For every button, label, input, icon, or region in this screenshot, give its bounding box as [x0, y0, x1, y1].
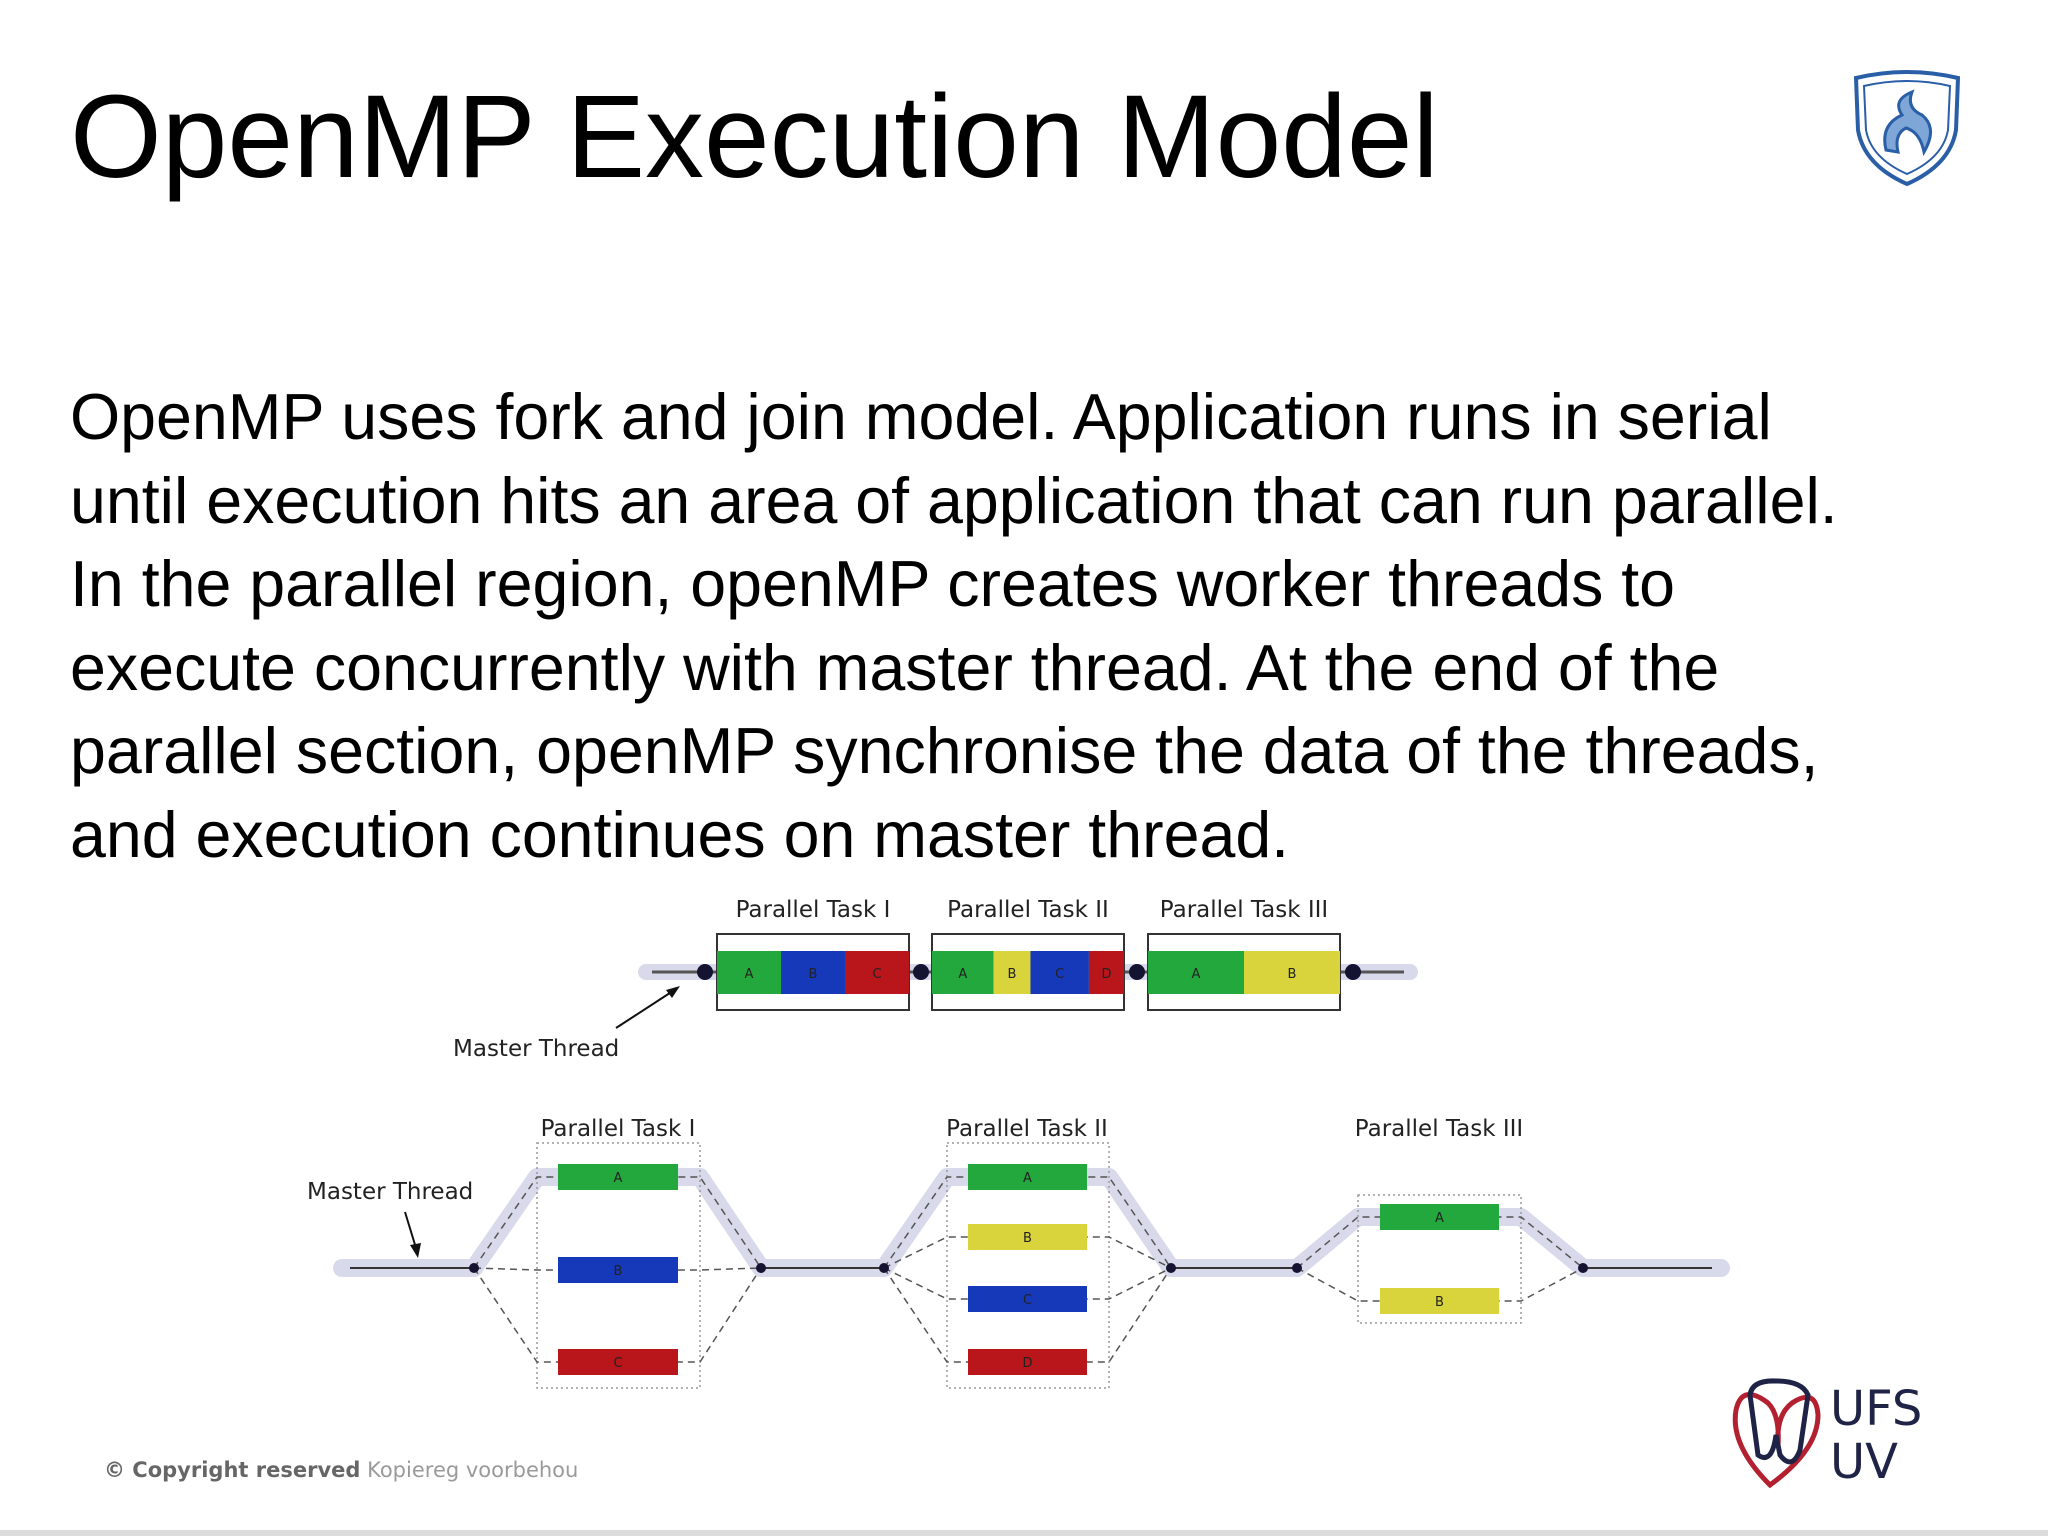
subtask-bar-a: [558, 1164, 678, 1190]
body-line: and execution continues on master thread…: [70, 798, 1290, 871]
subtask-label: B: [809, 967, 818, 982]
logo-text-uv: UV: [1830, 1434, 1898, 1490]
subtask-label: A: [958, 967, 967, 982]
university-shield-logo: [1853, 70, 1961, 187]
sync-node: [697, 964, 713, 980]
subtask-label: A: [1192, 967, 1201, 982]
master-thread-label: Master Thread: [453, 1036, 619, 1062]
join-node: [756, 1263, 766, 1273]
master-thread-band: [333, 1168, 1730, 1277]
task-label: Parallel Task II: [947, 897, 1109, 923]
thread-path: [883, 1176, 1172, 1269]
task-label: Parallel Task III: [1160, 897, 1328, 923]
task-frame: [946, 1142, 1110, 1389]
body-line: until execution hits an area of applicat…: [70, 464, 1838, 537]
copyright-notice: © Copyright reserved Kopiereg voorbehou: [104, 1458, 578, 1482]
subtask-label: A: [1023, 1171, 1032, 1186]
subtask-bar-a: [1148, 951, 1244, 994]
arrow-line: [615, 988, 677, 1029]
subtask-bar-b: [968, 1224, 1087, 1250]
copyright-bold: © Copyright reserved: [104, 1458, 361, 1482]
subtask-bar-a: [717, 951, 781, 994]
ufs-logo: UFS UV: [1732, 1378, 1922, 1490]
subtask-bar-c: [845, 951, 909, 994]
subtask-bar-a: [932, 951, 994, 994]
body-line: In the parallel region, openMP creates w…: [70, 548, 1676, 620]
subtask-bar-a: [968, 1164, 1087, 1190]
subtask-label: B: [1023, 1231, 1032, 1246]
subtask-label: A: [745, 967, 754, 982]
subtask-label: C: [872, 967, 881, 982]
task-label: Parallel Task II: [946, 1116, 1108, 1142]
subtask-label: D: [1022, 1356, 1032, 1371]
subtask-label: A: [1435, 1211, 1444, 1226]
subtask-bar-b: [558, 1257, 678, 1283]
task-frame: [536, 1142, 701, 1389]
thread-path: [883, 1267, 1172, 1363]
fork-node: [879, 1263, 889, 1273]
subtask-label: C: [1055, 967, 1064, 982]
footer-band: [0, 1530, 2048, 1536]
slide-title: OpenMP Execution Model: [70, 71, 1439, 203]
arrow-head-icon: [666, 986, 680, 998]
logo-text-ufs: UFS: [1830, 1381, 1922, 1437]
thread-path: [883, 1236, 1172, 1269]
task-label: Parallel Task I: [736, 897, 891, 923]
thread-path: [883, 1267, 1172, 1300]
master-thread-label: Master Thread: [307, 1179, 473, 1205]
subtask-label: B: [1288, 967, 1297, 982]
subtask-label: B: [1008, 967, 1017, 982]
fork-node: [1292, 1263, 1302, 1273]
body-line: execute concurrently with master thread.…: [70, 631, 1720, 704]
subtask-label: B: [614, 1264, 623, 1279]
sync-node: [1129, 964, 1145, 980]
fork-node: [469, 1263, 479, 1273]
join-node: [1166, 1263, 1176, 1273]
task-frame: [1357, 1194, 1522, 1324]
body-line: OpenMP uses fork and join model. Applica…: [70, 381, 1772, 453]
arrow-line: [404, 1211, 417, 1249]
subtask-label: B: [1435, 1295, 1444, 1310]
join-node: [1578, 1263, 1588, 1273]
task-label: Parallel Task I: [541, 1116, 696, 1142]
subtask-bar-c: [1030, 951, 1089, 994]
subtask-bar-c: [558, 1349, 678, 1375]
subtask-bar-a: [1380, 1204, 1499, 1230]
subtask-label: A: [614, 1171, 623, 1186]
subtask-bar-b: [1380, 1288, 1499, 1314]
subtask-bar-b: [781, 951, 845, 994]
sync-node: [913, 964, 929, 980]
body-line: parallel section, openMP synchronise the…: [70, 715, 1819, 787]
subtask-bar-b: [1244, 951, 1340, 994]
subtask-label: D: [1101, 967, 1111, 982]
subtask-bar-b: [993, 951, 1031, 994]
arrow-head-icon: [410, 1243, 421, 1258]
sync-node: [1345, 964, 1361, 980]
slide-body: OpenMP uses fork and join model. Applica…: [70, 376, 1970, 877]
subtask-bar-d: [968, 1349, 1087, 1375]
subtask-label: C: [613, 1356, 622, 1371]
copyright-afrikaans: Kopiereg voorbehou: [367, 1458, 579, 1482]
subtask-bar-d: [1088, 951, 1124, 994]
subtask-bar-c: [968, 1286, 1087, 1312]
task-label: Parallel Task III: [1355, 1116, 1523, 1142]
subtask-label: C: [1023, 1293, 1032, 1308]
